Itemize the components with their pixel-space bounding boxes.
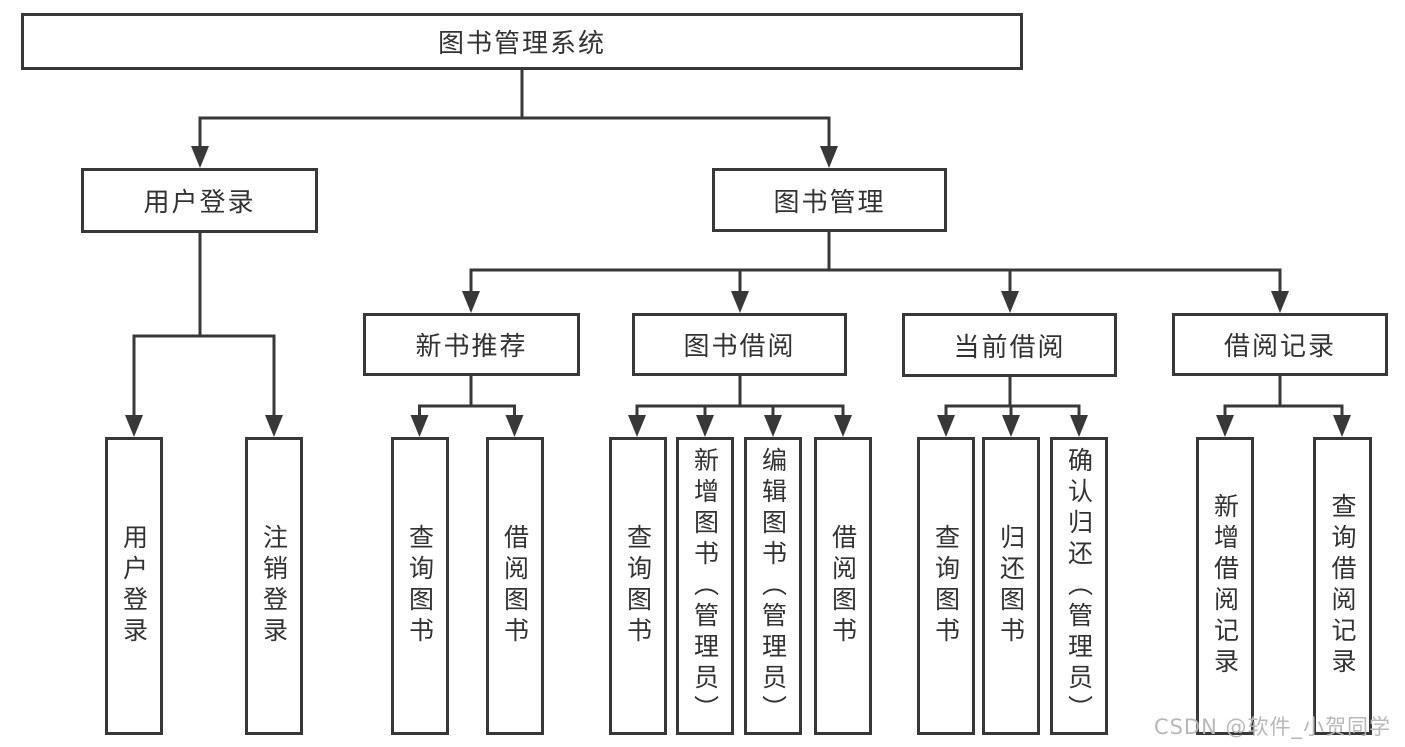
leaf-return-books-label: 归还图书: [996, 524, 1026, 648]
leaf-confirm-return-admin: 确认归还（管理员）: [1050, 437, 1108, 735]
arrowhead-icon: [764, 415, 782, 437]
connector-user-login-to-leaves: [125, 233, 283, 437]
node-borrow-records-label: 借阅记录: [1223, 332, 1336, 362]
node-current-borrow: 当前借阅: [902, 313, 1117, 377]
arrowhead-icon: [834, 415, 852, 437]
connector-book-mgmt-to-level3: [462, 232, 1289, 313]
csdn-watermark: CSDN @软件_小贺同学: [1153, 715, 1391, 739]
leaf-logout: 注销登录: [245, 437, 303, 735]
arrowhead-icon: [191, 146, 209, 168]
leaf-query-books-2: 查询图书: [609, 437, 667, 735]
leaf-borrow-books-2: 借阅图书: [814, 437, 872, 735]
arrowhead-icon: [696, 415, 714, 437]
leaf-query-borrow-record-label: 查询借阅记录: [1328, 493, 1357, 679]
leaf-user-login-label: 用户登录: [119, 524, 149, 648]
node-root-system: 图书管理系统: [21, 13, 1023, 70]
leaf-query-books-2-label: 查询图书: [623, 524, 653, 648]
arrowhead-icon: [1001, 291, 1019, 313]
leaf-borrow-books-1-label: 借阅图书: [500, 524, 530, 648]
arrowhead-icon: [937, 415, 955, 437]
leaf-query-books-3: 查询图书: [917, 437, 975, 735]
leaf-logout-label: 注销登录: [259, 524, 289, 648]
node-book-borrow: 图书借阅: [632, 313, 847, 376]
node-current-borrow-label: 当前借阅: [953, 332, 1066, 363]
arrowhead-icon: [462, 291, 480, 313]
connector-new-books-to-leaves: [410, 376, 524, 437]
arrowhead-icon: [820, 146, 838, 168]
leaf-user-login: 用户登录: [105, 437, 163, 735]
arrowhead-icon: [1333, 415, 1351, 437]
node-user-login-label: 用户登录: [143, 188, 256, 218]
leaf-add-books-admin: 新增图书（管理员）: [676, 437, 734, 735]
node-new-book-recommend: 新书推荐: [363, 313, 580, 376]
node-book-management: 图书管理: [712, 168, 947, 232]
arrowhead-icon: [410, 415, 429, 437]
connector-root-to-level2: [191, 70, 838, 168]
node-user-login: 用户登录: [81, 168, 318, 233]
leaf-add-borrow-record: 新增借阅记录: [1196, 437, 1254, 735]
connector-borrow-records-to-leaves: [1216, 376, 1351, 437]
arrowhead-icon: [1216, 415, 1234, 437]
leaf-add-borrow-record-label: 新增借阅记录: [1210, 493, 1240, 679]
arrowhead-icon: [1002, 415, 1020, 437]
leaf-borrow-books-2-label: 借阅图书: [828, 524, 858, 648]
leaf-query-borrow-record: 查询借阅记录: [1313, 437, 1372, 735]
node-root-system-label: 图书管理系统: [437, 29, 606, 59]
leaf-confirm-return-admin-label: 确认归还（管理员）: [1064, 446, 1094, 726]
arrowhead-icon: [1271, 291, 1289, 313]
leaf-query-books-1-label: 查询图书: [405, 524, 435, 648]
leaf-return-books: 归还图书: [982, 437, 1040, 735]
arrowhead-icon: [265, 415, 283, 437]
arrowhead-icon: [628, 415, 646, 437]
node-new-book-recommend-label: 新书推荐: [415, 332, 528, 362]
arrowhead-icon: [505, 415, 524, 437]
arrowhead-icon: [731, 291, 749, 313]
leaf-query-books-1: 查询图书: [391, 437, 449, 735]
node-book-borrow-label: 图书借阅: [683, 332, 796, 362]
node-borrow-records: 借阅记录: [1172, 313, 1388, 376]
connector-book-borrow-to-leaves: [628, 376, 852, 437]
leaf-add-books-admin-label: 新增图书（管理员）: [690, 446, 720, 726]
leaf-borrow-books-1: 借阅图书: [486, 437, 544, 735]
leaf-edit-books-admin-label: 编辑图书（管理员）: [758, 446, 788, 726]
arrowhead-icon: [1070, 415, 1088, 437]
leaf-edit-books-admin: 编辑图书（管理员）: [744, 437, 802, 735]
arrowhead-icon: [125, 415, 143, 437]
leaf-query-books-3-label: 查询图书: [931, 524, 961, 648]
connector-current-borrow-to-leaves: [937, 376, 1088, 437]
node-book-management-label: 图书管理: [773, 187, 886, 218]
